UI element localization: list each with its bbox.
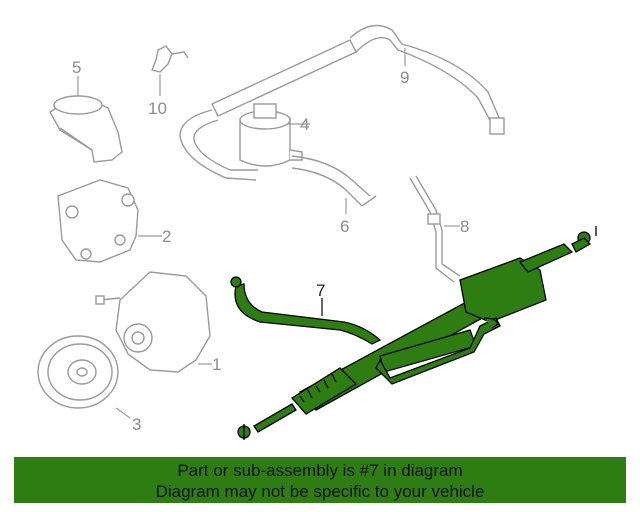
callout-2: 2 <box>162 227 171 246</box>
highlight-banner: Part or sub-assembly is #7 in diagram Di… <box>14 457 626 503</box>
callout-4: 4 <box>300 115 309 134</box>
callout-10: 10 <box>148 99 167 118</box>
part-9-cooler-line[interactable] <box>179 24 505 181</box>
parts-diagram: 5 10 4 9 8 6 2 1 3 7 <box>37 24 597 440</box>
banner-line-1: Part or sub-assembly is #7 in diagram <box>177 461 463 480</box>
part-8-line[interactable] <box>409 175 461 283</box>
callout-9: 9 <box>400 68 409 87</box>
banner-line-2: Diagram may not be specific to your vehi… <box>155 482 485 501</box>
part-2-pump-bracket[interactable] <box>57 179 139 263</box>
callout-5: 5 <box>72 58 81 77</box>
callout-3: 3 <box>132 415 141 434</box>
callout-8: 8 <box>460 217 469 236</box>
part-4-reservoir[interactable] <box>239 103 303 167</box>
part-6-hose[interactable] <box>291 155 377 207</box>
part-5-bracket[interactable] <box>49 95 123 163</box>
callout-1: 1 <box>212 355 221 374</box>
leader-lines <box>77 48 460 419</box>
part-1-pump[interactable] <box>95 271 211 373</box>
part-3-pulley[interactable] <box>37 335 119 409</box>
callout-6: 6 <box>340 217 349 236</box>
part-7-steering-gear[interactable] <box>230 226 597 440</box>
callout-7: 7 <box>316 281 325 300</box>
callouts: 5 10 4 9 8 6 2 1 3 7 <box>72 58 469 434</box>
part-10-clip[interactable] <box>151 45 189 73</box>
